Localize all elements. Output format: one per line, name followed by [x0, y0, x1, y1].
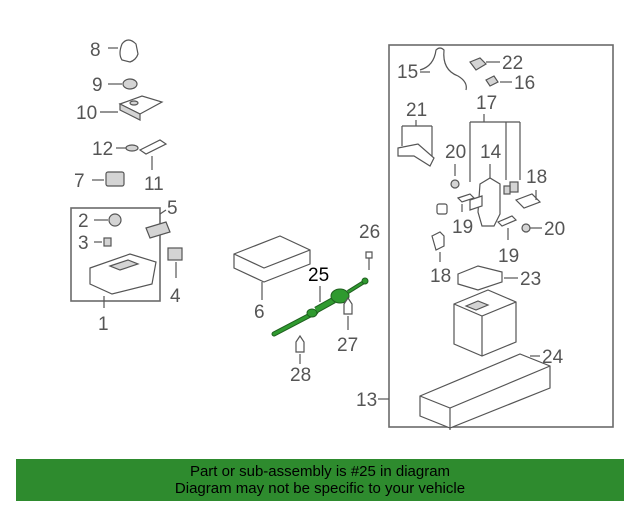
callout-8: 8: [90, 40, 101, 61]
part-10-shift-boot: [100, 95, 164, 121]
part-9-knob-cap: [108, 78, 138, 90]
part-28-clip: [295, 334, 305, 364]
callout-12: 12: [92, 139, 113, 160]
info-banner: Part or sub-assembly is #25 in diagram D…: [16, 459, 624, 501]
part-shifter-housing: [453, 289, 517, 357]
callout-27: 27: [337, 335, 358, 356]
part-12-clip: [116, 144, 139, 152]
callout-26: 26: [359, 222, 380, 243]
callout-3: 3: [78, 233, 89, 254]
callout-20a: 20: [445, 142, 466, 163]
part-23-cover: [457, 265, 518, 291]
part-4-connector: [167, 247, 183, 278]
callout-24: 24: [542, 347, 564, 368]
part-22-sensor: [469, 57, 500, 71]
group-frame-1: [70, 207, 161, 302]
part-18-guide: [514, 190, 542, 209]
part-7-switch: [92, 171, 125, 187]
part-19-pin-left: [456, 193, 476, 212]
callout-19b: 19: [498, 246, 519, 267]
callout-14: 14: [480, 142, 502, 163]
callout-21: 21: [406, 100, 427, 121]
part-16-bulb: [485, 75, 512, 87]
part-5-switch-panel: [145, 209, 171, 239]
lead-17: [469, 114, 521, 182]
callout-7: 7: [74, 171, 85, 192]
callout-17: 17: [476, 93, 497, 114]
part-8-shift-knob: [108, 39, 139, 63]
callout-22: 22: [502, 53, 523, 74]
part-25-shift-cable: [271, 277, 369, 337]
lead-21: [401, 120, 433, 156]
callout-4: 4: [170, 286, 181, 307]
part-bushing-left: [436, 203, 448, 215]
part-2-button: [94, 213, 122, 227]
part-20-bushing: [450, 164, 460, 189]
callout-25: 25: [308, 265, 329, 286]
callout-15: 15: [397, 62, 418, 83]
part-19-pin-right: [496, 215, 518, 240]
callout-6: 6: [254, 302, 265, 323]
part-20-bolt: [521, 223, 542, 233]
callout-16: 16: [514, 73, 535, 94]
callout-5: 5: [167, 198, 178, 219]
callout-13: 13: [356, 390, 377, 411]
part-18-bracket: [431, 231, 445, 262]
part-14-shifter-lever: [469, 164, 501, 227]
callout-19a: 19: [452, 217, 473, 238]
part-11-bracket: [138, 139, 168, 170]
part-bushing-right: [503, 181, 519, 195]
banner-line-2: Diagram may not be specific to your vehi…: [174, 480, 466, 497]
callout-2: 2: [78, 211, 89, 232]
part-21-linkage: [397, 143, 435, 167]
group-frame-13: [388, 44, 614, 428]
part-6-control-module: [233, 235, 311, 300]
callout-18a: 18: [526, 167, 547, 188]
callout-1: 1: [98, 314, 109, 335]
callout-20b: 20: [544, 219, 565, 240]
callout-9: 9: [92, 75, 103, 96]
part-24-console-base: [419, 353, 551, 430]
callout-10: 10: [76, 103, 97, 124]
part-3-plug: [94, 237, 112, 247]
part-26-bolt: [365, 251, 373, 270]
callout-18b: 18: [430, 266, 451, 287]
callout-11: 11: [144, 174, 164, 195]
part-27-clip: [343, 296, 353, 330]
part-1-console-trim: [89, 253, 157, 308]
banner-line-1: Part or sub-assembly is #25 in diagram: [189, 463, 451, 480]
callout-23: 23: [520, 269, 541, 290]
callout-28: 28: [290, 365, 311, 386]
part-15-wire: [419, 47, 467, 91]
